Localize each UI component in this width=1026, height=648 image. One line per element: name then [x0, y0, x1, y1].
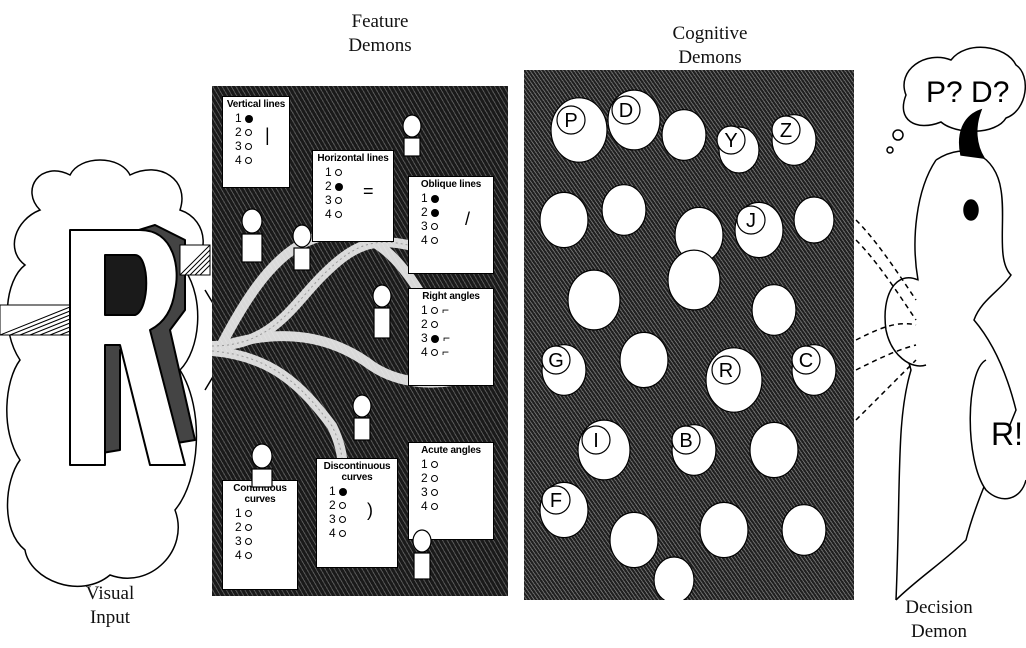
- cognitive-demon: [700, 502, 748, 557]
- caption-cognitive-demons: Cognitive Demons: [650, 22, 770, 70]
- demon-figure: [242, 209, 262, 233]
- caption-feature-line2: Demons: [320, 34, 440, 58]
- cognitive-letter: P: [564, 110, 577, 132]
- cognitive-letter: J: [746, 210, 756, 232]
- hatch-bar-left: [0, 305, 75, 335]
- caption-cognitive-line1: Cognitive: [650, 22, 770, 46]
- cognitive-letter: I: [593, 430, 599, 452]
- caption-feature-line1: Feature: [320, 10, 440, 34]
- cognitive-letter: B: [679, 430, 692, 452]
- cognitive-demon: [782, 505, 826, 556]
- visual-input-illustration: [0, 150, 240, 610]
- cognitive-demon: [750, 422, 798, 477]
- feature-demons-panel: Vertical lines 1 2 3 4 | Horizontal line…: [212, 86, 508, 596]
- cognitive-demon: [602, 185, 646, 236]
- cognitive-letter: Y: [724, 130, 737, 152]
- caption-cognitive-line2: Demons: [650, 46, 770, 70]
- cognitive-demon: [568, 270, 620, 330]
- thought-text: P? D?: [926, 76, 1009, 109]
- cognitive-demon: [654, 557, 694, 600]
- cognitive-demons-panel: P D J G I F R B C Y Z: [524, 70, 854, 600]
- cognitive-demon: [752, 285, 796, 336]
- cognitive-demon: [668, 250, 720, 310]
- cognitive-letter: G: [548, 350, 564, 372]
- cognitive-demon: [620, 332, 668, 387]
- cognitive-letter: R: [719, 360, 733, 382]
- caption-decision-demon: Decision Demon: [884, 596, 994, 644]
- caption-feature-demons: Feature Demons: [320, 10, 440, 58]
- caption-decision-line2: Demon: [884, 620, 994, 644]
- demon-head: [896, 151, 1016, 600]
- feature-demon-figures: [212, 86, 508, 596]
- cognitive-demon: [540, 192, 588, 247]
- speech-text: R!: [991, 416, 1023, 452]
- cognitive-letter: C: [799, 350, 813, 372]
- cognitive-letter: D: [619, 100, 633, 122]
- cognitive-letter: Z: [780, 120, 792, 142]
- decision-demon-illustration: P? D? R!: [856, 40, 1026, 600]
- cognitive-demon: [794, 197, 834, 243]
- cognitive-letter: F: [550, 490, 562, 512]
- cognitive-demon: [610, 512, 658, 567]
- cognitive-demon: [662, 110, 706, 161]
- cognitive-demon-crowd: P D J G I F R B C Y Z: [524, 70, 854, 600]
